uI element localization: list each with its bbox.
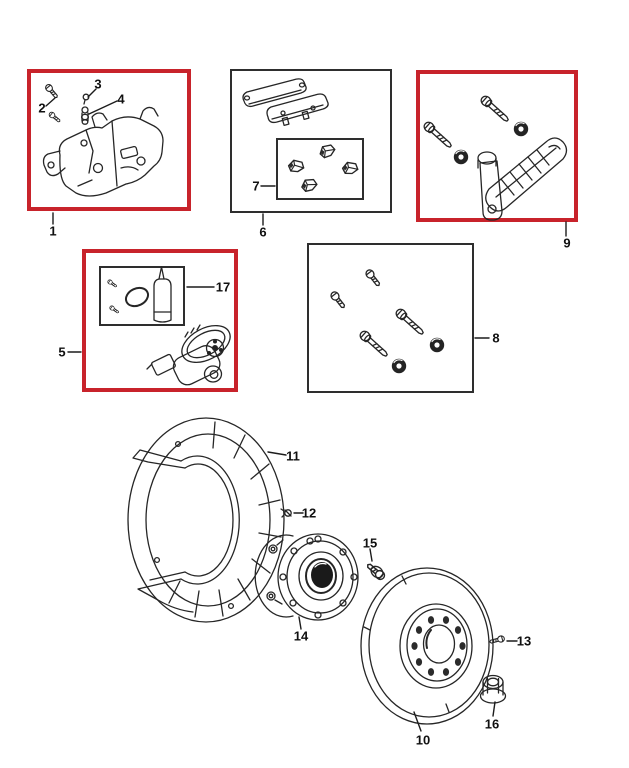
callout-2[interactable]: 2 bbox=[38, 100, 46, 116]
hotspot-box-8[interactable] bbox=[307, 243, 474, 393]
callout-13[interactable]: 13 bbox=[516, 633, 532, 649]
callout-17[interactable]: 17 bbox=[215, 279, 231, 295]
pad-clips-drawing bbox=[287, 143, 360, 193]
seal-grease-kit-drawing bbox=[106, 266, 172, 323]
callout-5[interactable]: 5 bbox=[58, 344, 66, 360]
rotor-screw-drawing bbox=[488, 634, 506, 646]
callout-10[interactable]: 10 bbox=[415, 732, 431, 748]
callout-15[interactable]: 15 bbox=[362, 535, 378, 551]
hotspot-box-7[interactable] bbox=[276, 138, 364, 200]
caliper-assembly-drawing bbox=[42, 82, 164, 197]
hub-bolt-drawing bbox=[364, 560, 387, 582]
brake-rotor-drawing bbox=[360, 567, 494, 725]
hub-bearing-drawing bbox=[254, 533, 359, 621]
hotspot-box-17[interactable] bbox=[99, 266, 185, 326]
callout-16[interactable]: 16 bbox=[484, 716, 500, 732]
callout-6[interactable]: 6 bbox=[259, 224, 267, 240]
callout-3[interactable]: 3 bbox=[94, 76, 102, 92]
hotspot-box-9[interactable] bbox=[416, 70, 578, 222]
guide-pin-kit-drawing bbox=[328, 267, 445, 374]
callout-9[interactable]: 9 bbox=[563, 235, 571, 251]
callout-8[interactable]: 8 bbox=[492, 330, 500, 346]
leader-lines bbox=[45, 88, 567, 732]
caliper-bracket-drawing bbox=[421, 93, 568, 221]
shield-screw-drawing bbox=[280, 508, 292, 518]
axle-nut-drawing bbox=[479, 674, 507, 704]
callout-1[interactable]: 1 bbox=[49, 223, 57, 239]
callout-7[interactable]: 7 bbox=[252, 178, 260, 194]
hotspot-box-5[interactable] bbox=[82, 249, 238, 392]
brake-pads-drawing bbox=[242, 78, 329, 127]
callout-4[interactable]: 4 bbox=[117, 91, 125, 107]
callout-14[interactable]: 14 bbox=[293, 628, 309, 644]
hotspot-box-6[interactable] bbox=[230, 69, 392, 213]
hotspot-box-1[interactable] bbox=[27, 69, 191, 211]
splash-shield-drawing bbox=[127, 417, 285, 623]
callout-11[interactable]: 11 bbox=[286, 448, 300, 464]
callout-12[interactable]: 12 bbox=[301, 505, 317, 521]
actuator-motor-drawing bbox=[146, 324, 231, 386]
